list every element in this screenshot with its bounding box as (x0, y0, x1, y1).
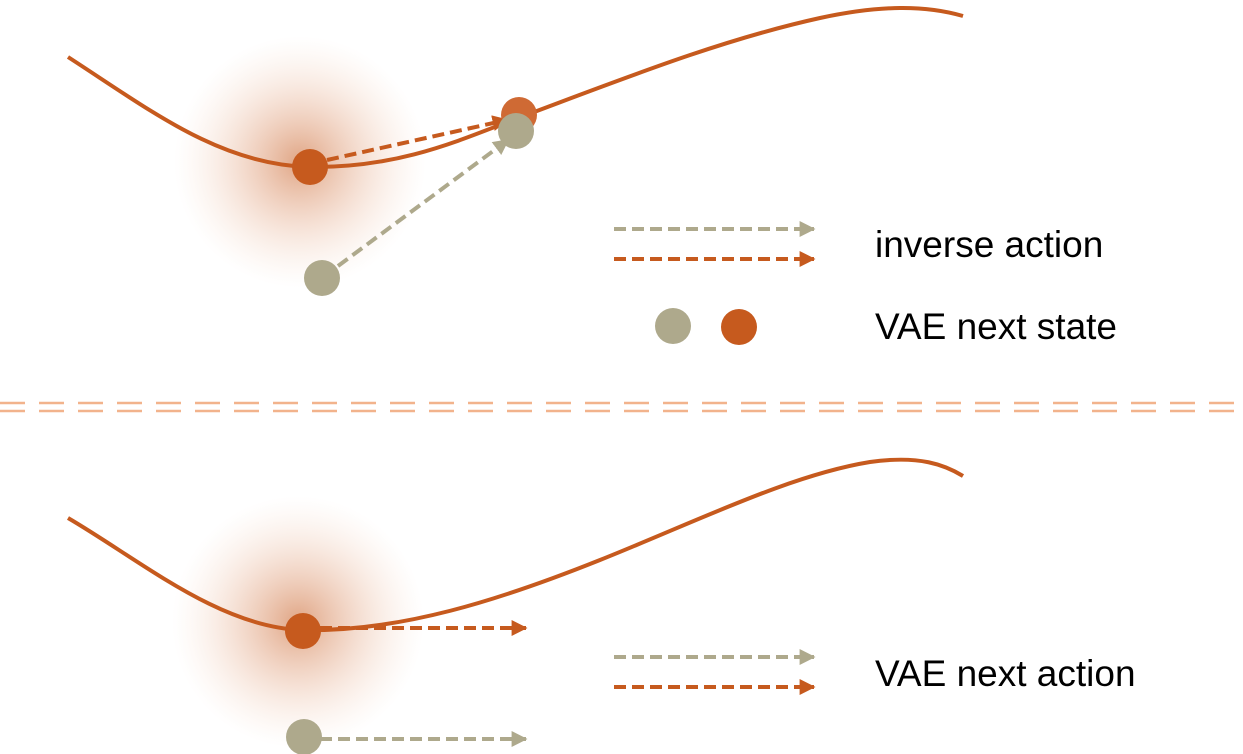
current-state-dot-orange-top (292, 149, 328, 185)
legend-vae-next-state-label: VAE next state (875, 306, 1117, 347)
current-state-dot-olive-bottom (286, 719, 322, 754)
legend-dot-olive (655, 308, 691, 344)
inverse-action-arrow-orange-top (326, 115, 509, 162)
top-panel (66, 5, 964, 296)
legend-inverse-action-label: inverse action (875, 224, 1103, 265)
trajectory-curve-bottom (66, 457, 965, 633)
legend-vae-next-action-label: VAE next action (875, 653, 1136, 694)
current-state-dot-olive-top (304, 260, 340, 296)
legend-dot-orange (721, 309, 757, 345)
next-state-dot-olive-top (498, 113, 534, 149)
panel-separator (0, 401, 1243, 413)
legend-top: inverse action VAE next state (614, 221, 1117, 347)
legend-bottom: VAE next action (614, 649, 1136, 695)
current-state-dot-orange-bottom (285, 613, 321, 649)
bottom-panel (66, 457, 965, 754)
